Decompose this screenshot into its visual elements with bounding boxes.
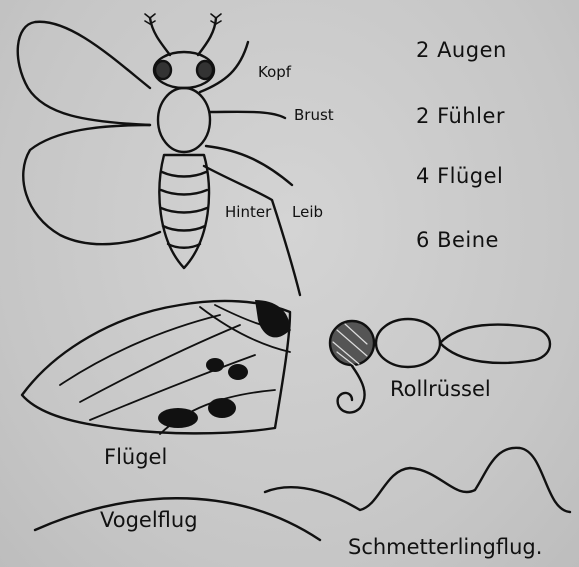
fact-item: 2 Augen <box>416 38 507 62</box>
head <box>154 52 214 88</box>
abdomen <box>159 155 209 268</box>
label-bird-flight: Vogelflug <box>100 508 198 532</box>
butterfly-flight-path <box>265 448 570 512</box>
fact-item: 2 Fühler <box>416 104 505 128</box>
label-butterfly-flight: Schmetterlingflug. <box>348 535 542 559</box>
label-abdomen-1: Hinter <box>225 203 271 221</box>
eye-right <box>197 61 213 79</box>
label-proboscis: Rollrüssel <box>390 377 491 401</box>
label-chest: Brust <box>294 106 334 124</box>
label-head: Kopf <box>258 63 291 81</box>
wing-drawing <box>22 300 290 434</box>
label-wing: Flügel <box>104 445 167 469</box>
fact-item: 6 Beine <box>416 228 499 252</box>
fact-item: 4 Flügel <box>416 164 503 188</box>
butterfly-wings <box>18 22 160 244</box>
antennae <box>145 14 221 55</box>
eye-left <box>155 61 171 79</box>
label-abdomen-2: Leib <box>292 203 323 221</box>
thorax <box>158 88 210 152</box>
